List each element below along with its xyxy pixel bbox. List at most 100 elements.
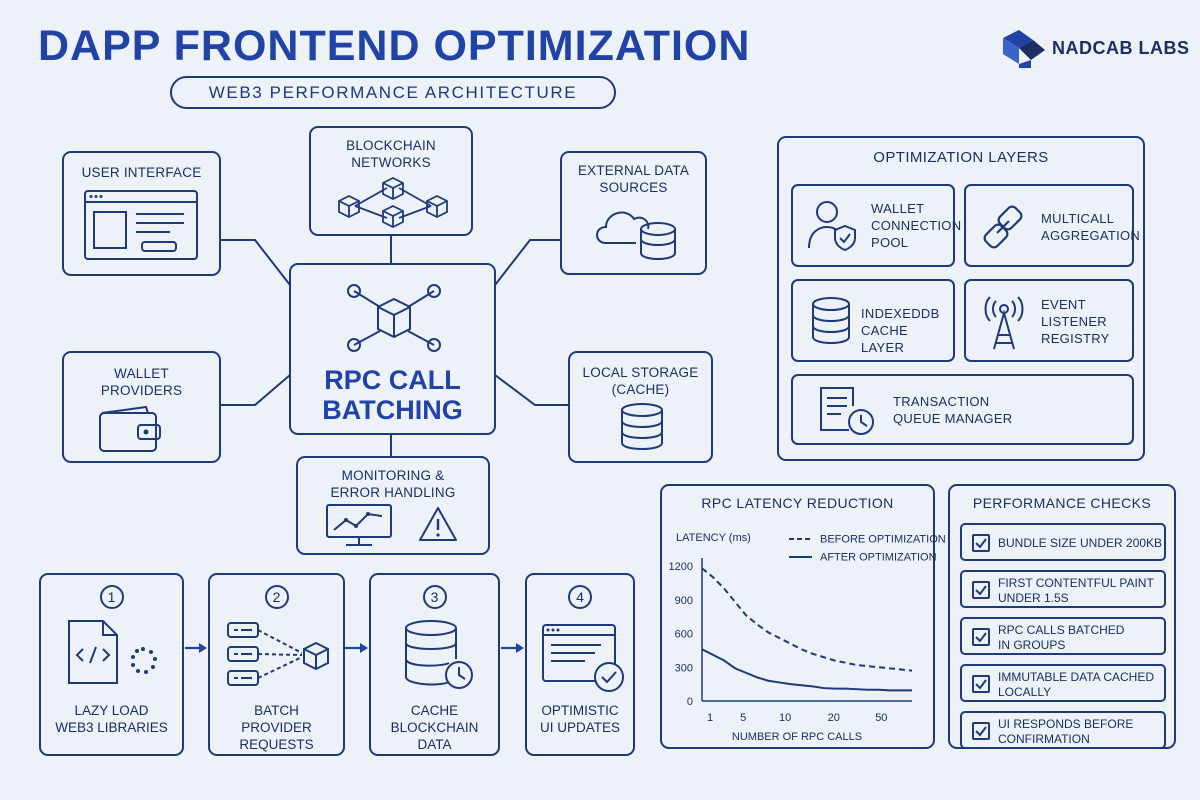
check-label-line-2: UNDER 1.5S <box>998 591 1069 605</box>
step-card-2: 2 BATCH PROVIDER REQUESTS <box>208 573 345 756</box>
external-data-label-1: EXTERNAL DATA <box>577 163 690 178</box>
wallet-providers-label-2: PROVIDERS <box>100 383 183 398</box>
y-tick-label: 600 <box>675 629 693 641</box>
step-card-3: 3 CACHE BLOCKCHAIN DATA <box>369 573 500 756</box>
step-label-line: DATA <box>417 737 452 752</box>
blockchain-networks-label-2: NETWORKS <box>351 155 431 170</box>
step-label-line: UI UPDATES <box>539 720 620 735</box>
logo-icon <box>1003 30 1045 68</box>
database-icon <box>621 403 663 450</box>
monitoring-label-2: ERROR HANDLING <box>330 485 456 500</box>
performance-checks-title: PERFORMANCE CHECKS <box>972 495 1152 511</box>
step-label-line: CACHE <box>410 703 459 718</box>
wallet-providers-node: WALLET PROVIDERS <box>62 351 221 463</box>
local-storage-label-2: (CACHE) <box>611 382 670 397</box>
x-tick-label: 5 <box>740 712 746 724</box>
check-label-line-1: RPC CALLS BATCHED <box>998 623 1125 637</box>
y-tick-label: 900 <box>675 595 693 607</box>
check-row: BUNDLE SIZE UNDER 200KB <box>960 523 1166 561</box>
check-label-line-2: CONFIRMATION <box>998 732 1090 746</box>
warning-icon <box>419 507 457 541</box>
block-network-icon <box>338 176 448 229</box>
blockchain-networks-node: BLOCKCHAIN NETWORKS <box>309 126 473 236</box>
checkbox-checked-icon <box>972 675 990 693</box>
chain-link-icon <box>983 205 1023 249</box>
chart-title: RPC LATENCY REDUCTION <box>701 495 894 511</box>
antenna-icon <box>984 296 1024 350</box>
check-label-line-2: LOCALLY <box>998 685 1052 699</box>
layer-label-line: WALLET <box>871 201 925 216</box>
performance-checks-panel: PERFORMANCE CHECKS BUNDLE SIZE UNDER 200… <box>948 484 1176 749</box>
step-number: 4 <box>568 585 592 609</box>
browser-window-icon <box>84 190 198 260</box>
step-label-line: REQUESTS <box>239 737 314 752</box>
step-label-line: PROVIDER <box>241 720 312 735</box>
legend-label: AFTER OPTIMIZATION <box>820 552 937 564</box>
layer-label-line: QUEUE MANAGER <box>893 411 1013 426</box>
series-line-before <box>701 567 913 672</box>
optimization-layers-panel: OPTIMIZATION LAYERS WALLET CONNECTION PO… <box>777 136 1145 461</box>
latency-chart: LATENCY (ms)NUMBER OF RPC CALLS120090060… <box>669 532 946 743</box>
monitor-chart-icon <box>326 504 392 546</box>
x-tick-label: 1 <box>707 712 713 724</box>
checkbox-checked-icon <box>972 722 990 740</box>
step-label-line: BLOCKCHAIN <box>390 720 479 735</box>
hub-network-icon <box>347 284 441 352</box>
page-subtitle: WEB3 PERFORMANCE ARCHITECTURE <box>170 76 616 109</box>
external-data-node: EXTERNAL DATA SOURCES <box>560 151 707 275</box>
x-tick-label: 20 <box>828 712 840 724</box>
rpc-batching-hub: RPC CALL BATCHING <box>289 263 496 435</box>
checkbox-checked-icon <box>972 628 990 646</box>
x-tick-label: 50 <box>875 712 887 724</box>
series-line-after <box>701 648 912 692</box>
document-clock-icon <box>820 387 874 435</box>
y-tick-label: 0 <box>687 696 693 708</box>
check-label-line-1: FIRST CONTENTFUL PAINT <box>998 576 1154 590</box>
step-number: 1 <box>99 585 124 609</box>
external-data-label-2: SOURCES <box>599 180 668 195</box>
optimization-layers-title: OPTIMIZATION LAYERS <box>873 149 1049 166</box>
layer-label-line: TRANSACTION <box>893 394 990 409</box>
step-label-line: LAZY LOAD <box>74 703 149 718</box>
layer-label-line: REGISTRY <box>1041 331 1110 346</box>
user-shield-icon <box>808 201 856 252</box>
monitoring-label-1: MONITORING & <box>341 468 445 483</box>
hub-title-line-1: RPC CALL <box>324 365 461 395</box>
x-axis-label: NUMBER OF RPC CALLS <box>732 731 862 743</box>
local-storage-label-1: LOCAL STORAGE <box>582 365 699 380</box>
x-tick-label: 10 <box>779 712 791 724</box>
layer-label-line: CACHE LAYER <box>861 323 909 355</box>
user-interface-node: USER INTERFACE <box>62 151 221 276</box>
database-clock-icon <box>405 620 473 689</box>
layer-label-line: CONNECTION <box>871 218 962 233</box>
step-number: 2 <box>264 585 289 609</box>
legend-label: BEFORE OPTIMIZATION <box>820 534 946 546</box>
check-label-line-1: IMMUTABLE DATA CACHED <box>998 670 1155 684</box>
user-interface-label: USER INTERFACE <box>81 165 202 180</box>
blockchain-networks-label-1: BLOCKCHAIN <box>346 138 436 153</box>
wallet-icon <box>99 405 161 452</box>
checkbox-checked-icon <box>972 581 990 599</box>
logo-text: NADCAB LABS <box>1052 38 1190 58</box>
latency-chart-panel: RPC LATENCY REDUCTION LATENCY (ms)NUMBER… <box>660 484 946 749</box>
layer-card-transaction-queue: TRANSACTION QUEUE MANAGER <box>791 374 1134 445</box>
layer-card-multicall: MULTICALL AGGREGATION <box>964 184 1140 267</box>
window-check-icon <box>542 624 624 692</box>
step-label-line: WEB3 LIBRARIES <box>55 720 168 735</box>
checkbox-checked-icon <box>972 534 990 552</box>
layer-label-line: LISTENER <box>1041 314 1107 329</box>
wallet-providers-label-1: WALLET <box>114 366 169 381</box>
y-tick-label: 300 <box>675 662 693 674</box>
step-label-line: BATCH <box>254 703 299 718</box>
y-tick-label: 1200 <box>669 561 693 573</box>
layer-label-line: EVENT <box>1041 297 1086 312</box>
code-file-icon <box>68 620 157 684</box>
step-card-4: 4 OPTIMISTIC UI UPDATES <box>525 573 635 756</box>
check-label-line-1: UI RESPONDS BEFORE <box>998 717 1134 731</box>
check-label-line-2: IN GROUPS <box>998 638 1066 652</box>
